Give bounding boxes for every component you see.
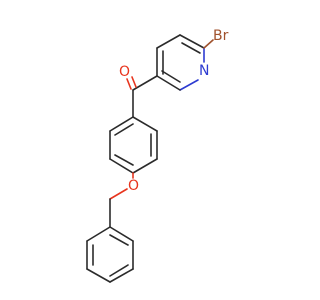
- carbonyl-group: [126, 75, 158, 118]
- bond: [179, 34, 205, 49]
- bond: [109, 188, 128, 200]
- bond: [86, 226, 111, 242]
- bond: [109, 226, 134, 242]
- bond: [114, 154, 134, 166]
- bond: [156, 75, 181, 91]
- bond: [109, 116, 134, 132]
- bond: [109, 234, 129, 246]
- ether-oxygen-label: O: [128, 178, 139, 194]
- bond: [132, 75, 158, 91]
- c-br-bond: [203, 39, 214, 49]
- benzyloxy-linkage: [109, 172, 134, 228]
- bond: [109, 264, 129, 277]
- bond: [156, 34, 181, 49]
- bond: [126, 78, 132, 90]
- nitrogen-label: N: [199, 63, 209, 79]
- structure-diagram: Br N O O: [86, 28, 229, 283]
- bond: [161, 70, 181, 83]
- bond: [86, 268, 111, 283]
- benzyl-phenyl-ring: [86, 226, 134, 283]
- bromine-label: Br: [213, 28, 229, 44]
- bond: [109, 158, 134, 174]
- pyridine-ring: [156, 34, 205, 91]
- bond: [181, 42, 201, 54]
- bond: [109, 268, 134, 283]
- bond: [132, 116, 158, 132]
- bond: [131, 76, 137, 88]
- carbonyl-oxygen-label: O: [119, 64, 130, 80]
- molecule-drawing: Br N O O: [86, 28, 229, 283]
- para-phenylene-ring: [109, 116, 158, 174]
- bond: [132, 158, 158, 174]
- bond: [114, 123, 134, 136]
- bond: [179, 79, 199, 91]
